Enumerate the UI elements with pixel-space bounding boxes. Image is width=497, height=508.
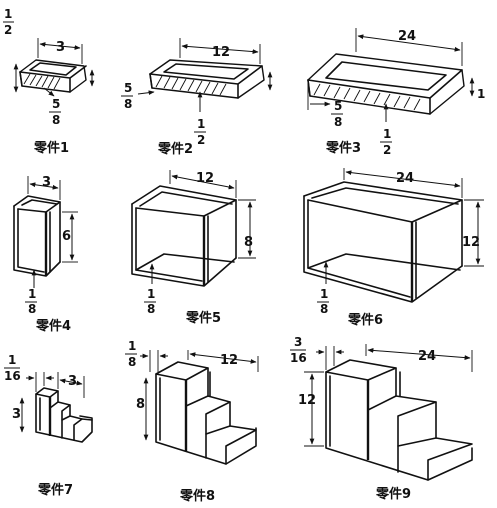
part-4-thickness-numerator: 1 [28, 287, 36, 301]
part-7-caption: 零件7 [37, 482, 73, 498]
part-4-drawing: 3 6 1 8 零件4 [13, 175, 78, 334]
part-2-tray [149, 59, 265, 99]
part-3-tray [307, 53, 465, 115]
part-8-steps [155, 361, 257, 465]
part-2-width-numerator: 5 [124, 81, 132, 95]
part-5-length-label: 12 [196, 171, 214, 186]
part-8-drawing: 1 8 12 8 零件8 [125, 339, 259, 504]
part-6-caption: 零件6 [347, 312, 383, 328]
part-8-thickness-numerator: 1 [128, 339, 136, 353]
part-8-height-label: 8 [136, 397, 145, 412]
part-1-dimensions: 3 1 2 5 8 [3, 7, 95, 127]
part-9-length-label: 24 [418, 349, 436, 364]
part-8-thickness-denominator: 8 [128, 355, 136, 369]
part-2-height-numerator: 1 [197, 117, 205, 131]
part-4-dimensions: 3 6 1 8 [25, 175, 78, 316]
part-1-tray [19, 59, 87, 93]
part-9-drawing: 3 16 24 12 零件9 [290, 335, 473, 502]
part-7-steps [35, 387, 93, 443]
part-3-width-numerator: 5 [334, 99, 342, 113]
part-7-height-label: 3 [12, 407, 21, 422]
part-7-length-label: 3 [68, 374, 77, 389]
part-3-height-numerator: 1 [383, 127, 391, 141]
part-7-drawing: 1 16 3 3 零件7 [4, 353, 93, 498]
part-8-caption: 零件8 [179, 488, 215, 504]
part-9-caption: 零件9 [375, 486, 411, 502]
part-5-box [131, 185, 237, 287]
part-1-width-numerator: 5 [52, 97, 60, 111]
part-1-length-label: 3 [56, 40, 65, 55]
part-2-length-label: 12 [212, 45, 230, 60]
part-5-caption: 零件5 [185, 310, 221, 326]
part-5-drawing: 12 8 1 8 零件5 [131, 170, 256, 326]
part-9-steps [325, 359, 473, 481]
part-4-thickness-denominator: 8 [28, 302, 36, 316]
part-3-width-denominator: 8 [334, 115, 342, 129]
part-3-caption: 零件3 [325, 140, 361, 156]
part-7-thickness-denominator: 16 [4, 369, 21, 383]
part-6-thickness-denominator: 8 [320, 302, 328, 316]
part-7-thickness-numerator: 1 [8, 353, 16, 367]
part-4-caption: 零件4 [35, 318, 71, 334]
part-5-height-label: 8 [244, 235, 253, 250]
part-1-caption: 零件1 [33, 140, 69, 156]
part-2-width-denominator: 8 [124, 97, 132, 111]
part-1-drawing: 3 1 2 5 8 零件1 [3, 7, 95, 156]
part-9-thickness-numerator: 3 [294, 335, 302, 349]
part-1-height-numerator: 1 [4, 7, 12, 21]
part-2-drawing: 12 5 8 1 2 零件2 [121, 38, 273, 157]
part-5-thickness-denominator: 8 [147, 302, 155, 316]
part-7-dimensions: 1 16 3 3 [4, 353, 85, 433]
part-8-dimensions: 1 8 12 8 [125, 339, 259, 441]
part-2-caption: 零件2 [157, 141, 193, 157]
part-2-height-denominator: 2 [197, 133, 205, 147]
part-6-height-label: 12 [462, 235, 480, 250]
part-5-dimensions: 12 8 1 8 [144, 170, 256, 316]
part-6-dimensions: 24 12 1 8 [317, 168, 484, 316]
part-9-thickness-denominator: 16 [290, 351, 307, 365]
part-6-length-label: 24 [396, 171, 414, 186]
part-1-width-denominator: 8 [52, 113, 60, 127]
part-3-height-denominator: 2 [383, 143, 391, 157]
part-4-height-label: 6 [62, 229, 71, 244]
part-2-dimensions: 12 5 8 1 2 [121, 38, 273, 147]
part-6-thickness-numerator: 1 [320, 287, 328, 301]
part-3-side-height-label: 1 [477, 87, 485, 101]
part-4-length-label: 3 [42, 175, 51, 190]
part-6-box [303, 181, 463, 303]
part-6-drawing: 24 12 1 8 零件6 [303, 168, 484, 328]
part-9-dimensions: 3 16 24 12 [290, 335, 473, 447]
part-8-length-label: 12 [220, 353, 238, 368]
part-9-height-label: 12 [298, 393, 316, 408]
part-3-dimensions: 24 5 8 1 2 1 [307, 28, 485, 157]
part-4-box [13, 195, 61, 277]
part-5-thickness-numerator: 1 [147, 287, 155, 301]
part-1-height-denominator: 2 [4, 23, 12, 37]
part-3-drawing: 24 5 8 1 2 1 零件3 [307, 28, 485, 157]
part-3-length-label: 24 [398, 29, 416, 44]
